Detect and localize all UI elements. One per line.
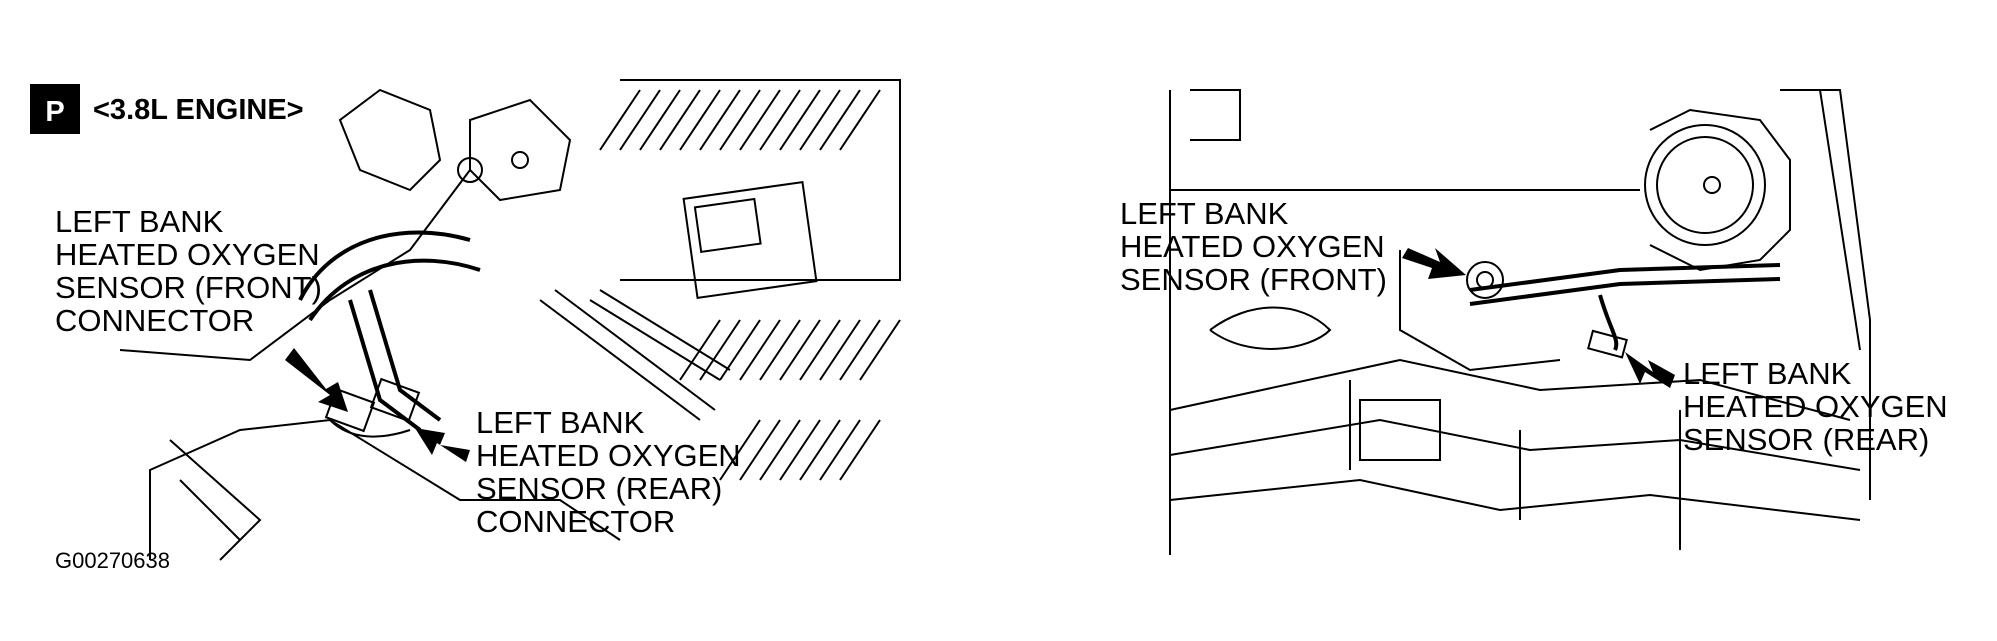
- callout-rear-connector-line1: LEFT BANK: [476, 405, 645, 440]
- engine-label: <3.8L ENGINE>: [93, 94, 304, 126]
- right-engine-illustration: [1169, 89, 1871, 555]
- radiator-fins: [599, 79, 901, 481]
- callout-rear-sensor: LEFT BANK HEATED OXYGEN SENSOR (REAR): [1683, 356, 1948, 457]
- callout-front-sensor-line1: LEFT BANK: [1120, 196, 1289, 231]
- arrow-icon: [285, 348, 348, 412]
- callout-front-connector-line4: CONNECTOR: [55, 303, 254, 338]
- section-badge-letter: P: [45, 96, 64, 128]
- callout-rear-connector-line3: SENSOR (REAR): [476, 471, 722, 506]
- figure-id: G00270638: [55, 548, 170, 573]
- arrow-icon: [1625, 352, 1675, 388]
- callout-front-sensor: LEFT BANK HEATED OXYGEN SENSOR (FRONT): [1120, 196, 1387, 297]
- callout-front-connector-line1: LEFT BANK: [55, 204, 224, 239]
- arrow-icon: [1402, 248, 1466, 279]
- callout-rear-sensor-line3: SENSOR (REAR): [1683, 422, 1929, 457]
- callout-rear-connector-line4: CONNECTOR: [476, 504, 675, 539]
- callout-front-sensor-line2: HEATED OXYGEN: [1120, 229, 1385, 264]
- callout-rear-connector: LEFT BANK HEATED OXYGEN SENSOR (REAR) CO…: [476, 405, 741, 539]
- arrow-icon: [415, 428, 470, 462]
- callout-front-connector: LEFT BANK HEATED OXYGEN SENSOR (FRONT) C…: [55, 204, 322, 338]
- callout-front-sensor-line3: SENSOR (FRONT): [1120, 262, 1387, 297]
- callout-rear-sensor-line1: LEFT BANK: [1683, 356, 1852, 391]
- left-engine-illustration: [119, 79, 901, 561]
- callout-front-connector-line2: HEATED OXYGEN: [55, 237, 320, 272]
- callout-front-connector-line3: SENSOR (FRONT): [55, 270, 322, 305]
- section-badge: [30, 84, 80, 134]
- callout-rear-connector-line2: HEATED OXYGEN: [476, 438, 741, 473]
- callout-rear-sensor-line2: HEATED OXYGEN: [1683, 389, 1948, 424]
